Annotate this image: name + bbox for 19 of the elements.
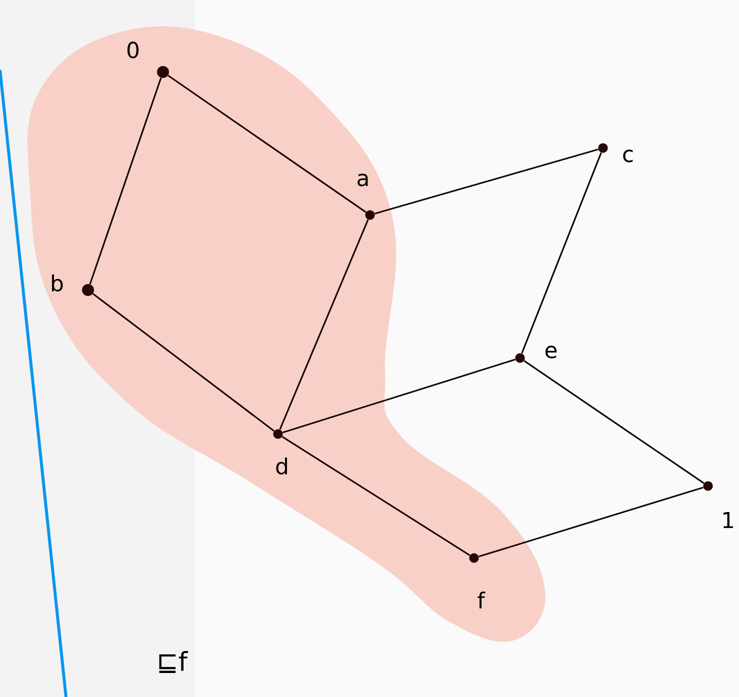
- line: [282, 358, 516, 434]
- point-label: e: [545, 346, 557, 358]
- line: [374, 148, 598, 214]
- line: [279, 219, 369, 430]
- line: [168, 74, 366, 213]
- point-label: a: [358, 174, 368, 186]
- line: [282, 436, 470, 556]
- point-label: 0: [127, 42, 139, 58]
- point-label: f: [478, 592, 486, 608]
- point-label: d: [276, 457, 287, 475]
- point-label: b: [52, 274, 63, 292]
- line: [521, 152, 602, 354]
- point-label: 1: [723, 512, 733, 528]
- line: [92, 293, 274, 432]
- point-label: c: [623, 150, 633, 162]
- line: [524, 360, 704, 484]
- line: [478, 486, 704, 558]
- line: [89, 78, 162, 284]
- set-label: ⊑f: [159, 651, 188, 673]
